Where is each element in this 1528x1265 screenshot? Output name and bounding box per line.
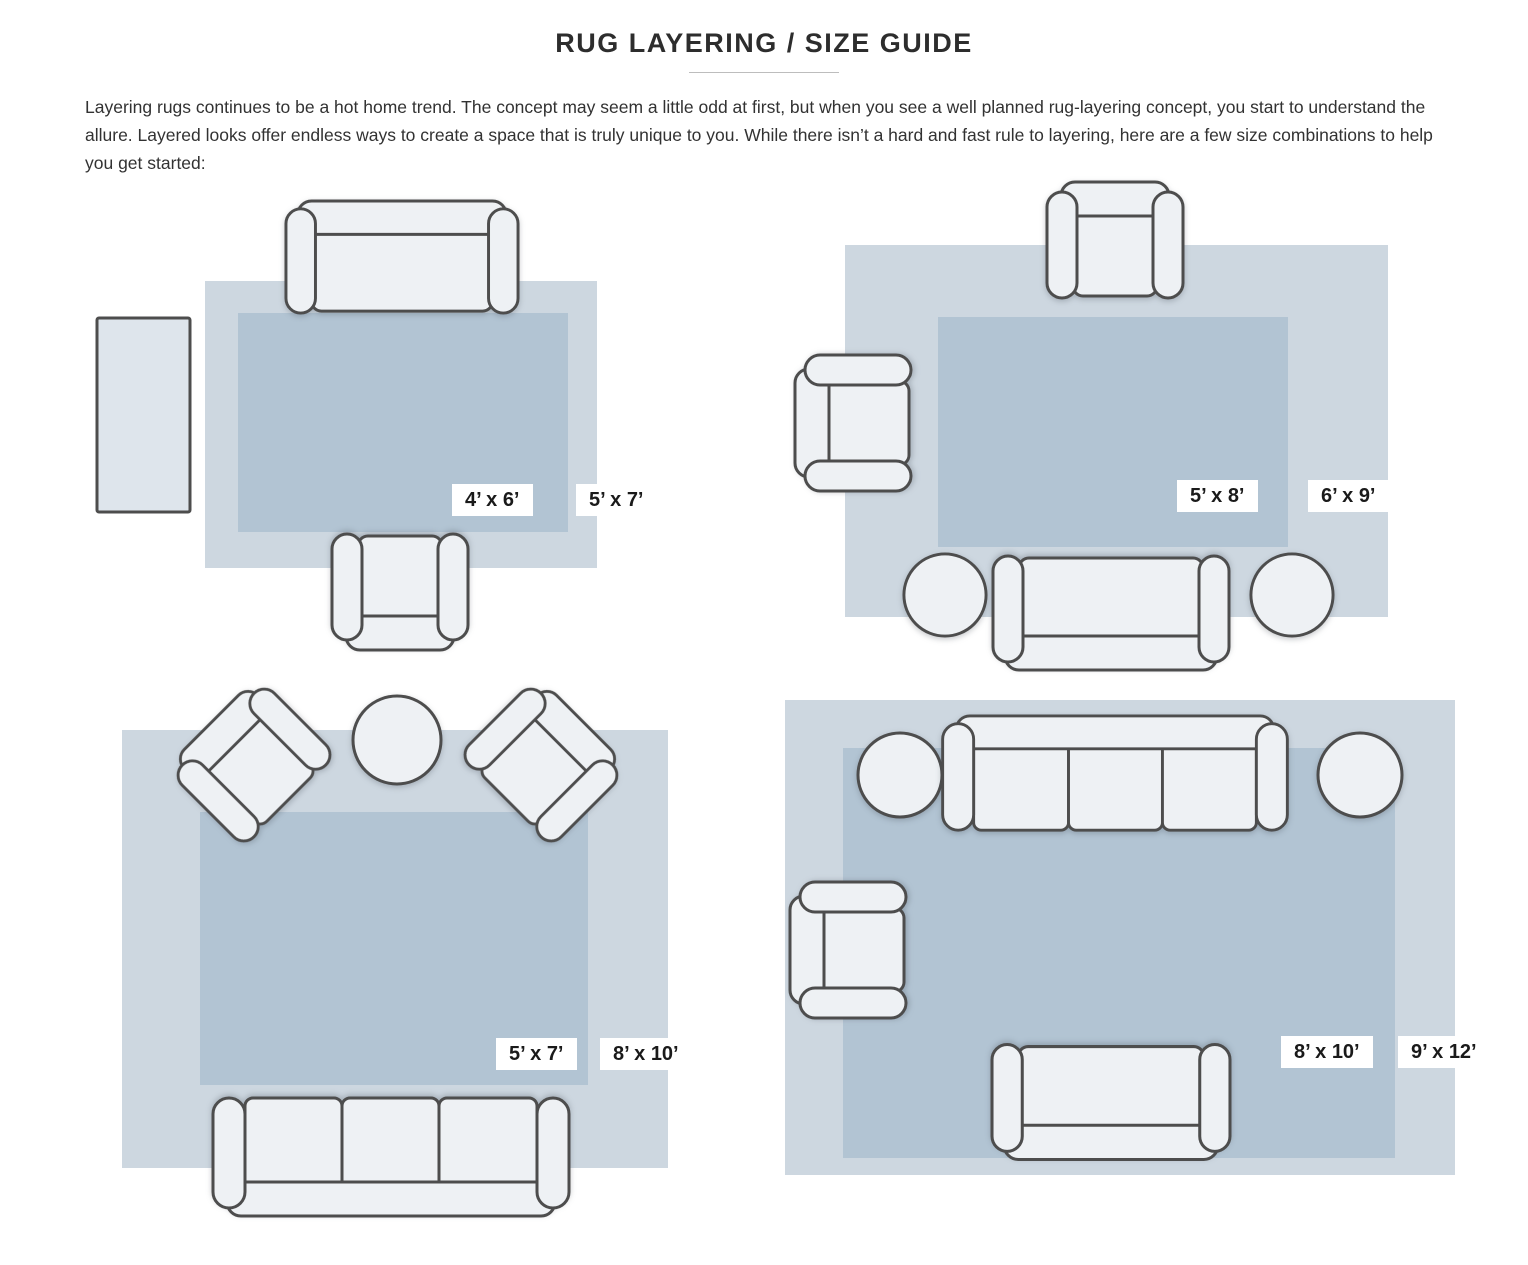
sofa-top xyxy=(941,714,1289,832)
side-table xyxy=(95,316,192,514)
diagram-4 xyxy=(785,700,1455,1175)
armchair-top xyxy=(1045,180,1185,300)
inner-rug xyxy=(938,317,1288,547)
armchair-left xyxy=(788,880,908,1020)
rug-size-label-inner-1: 4’ x 6’ xyxy=(452,484,533,516)
armchair-left xyxy=(793,353,913,493)
loveseat xyxy=(284,199,520,315)
loveseat-bottom xyxy=(990,1043,1232,1162)
diagram-3 xyxy=(122,674,668,1218)
round-table xyxy=(351,694,443,786)
rug-size-label-inner-3: 5’ x 7’ xyxy=(496,1038,577,1070)
diagram-1 xyxy=(95,199,597,652)
loveseat-bottom xyxy=(991,554,1231,672)
intro-paragraph: Layering rugs continues to be a hot home… xyxy=(85,97,1433,173)
rug-size-label-inner-2: 5’ x 8’ xyxy=(1177,480,1258,512)
sofa-bottom xyxy=(211,1096,571,1218)
pouf-left xyxy=(856,731,944,819)
rug-size-label-outer-3: 8’ x 10’ xyxy=(600,1038,692,1070)
pouf-left xyxy=(902,552,988,638)
diagram-2 xyxy=(793,180,1388,672)
rug-size-label-outer-2: 6’ x 9’ xyxy=(1308,480,1389,512)
rug-size-label-outer-4: 9’ x 12’ xyxy=(1398,1036,1490,1068)
armchair xyxy=(330,532,470,652)
rug-size-label-outer-1: 5’ x 7’ xyxy=(576,484,657,516)
pouf-right xyxy=(1316,731,1404,819)
rug-size-label-inner-4: 8’ x 10’ xyxy=(1281,1036,1373,1068)
title-divider xyxy=(689,72,839,73)
pouf-right xyxy=(1249,552,1335,638)
page-title: RUG LAYERING / SIZE GUIDE xyxy=(555,28,973,58)
